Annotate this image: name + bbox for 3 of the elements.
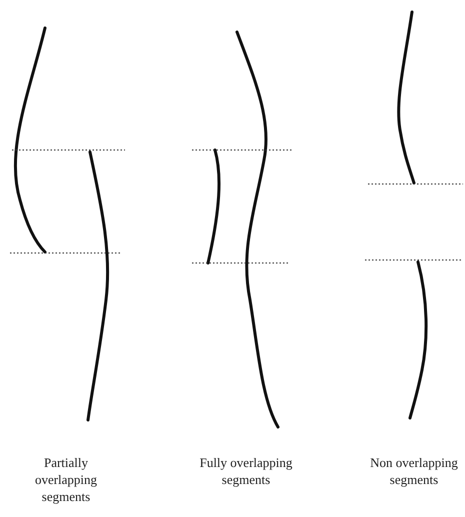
caption: Partially overlapping segments: [34, 454, 98, 505]
caption: Non overlapping segments: [369, 454, 459, 488]
caption: Fully overlapping segments: [198, 454, 294, 488]
